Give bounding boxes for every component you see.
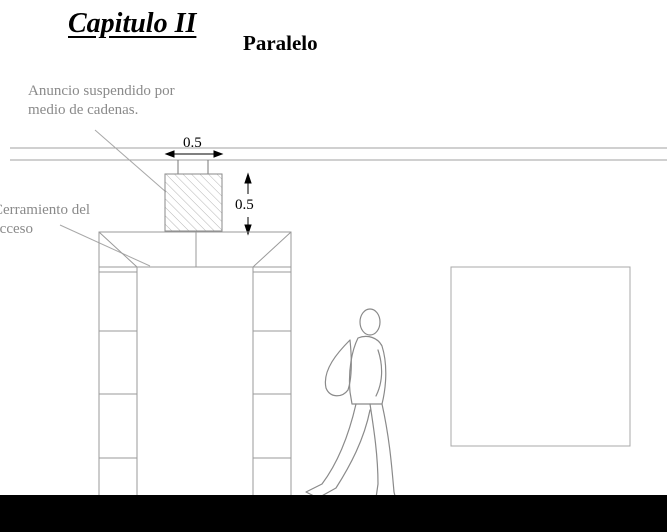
access-annotation-line-1: Cerramiento del bbox=[0, 202, 91, 218]
sign-width-label: 0.5 bbox=[183, 135, 202, 151]
sign-height-dimension bbox=[244, 172, 252, 236]
sign-chains bbox=[177, 160, 209, 174]
hanging-sign bbox=[164, 173, 223, 232]
walking-person bbox=[305, 308, 397, 501]
access-portal bbox=[98, 231, 292, 495]
page-title: Capitulo II bbox=[68, 8, 197, 39]
sign-annotation: Anuncio suspendido por medio de cadenas. bbox=[28, 82, 175, 120]
ground-slab bbox=[0, 495, 667, 532]
reference-lines bbox=[10, 147, 667, 161]
sign-annotation-line-2: medio de cadenas. bbox=[28, 102, 139, 118]
sign-annotation-line-1: Anuncio suspendido por bbox=[28, 83, 175, 99]
wall-panel bbox=[450, 266, 631, 447]
drawing-subtitle: Paralelo bbox=[243, 31, 318, 55]
sign-width-dimension bbox=[164, 150, 224, 158]
access-annotation-line-2: acceso bbox=[0, 221, 33, 237]
sign-height-label: 0.5 bbox=[235, 197, 254, 213]
access-annotation: Cerramiento del acceso bbox=[0, 201, 90, 239]
sign-leader-line bbox=[94, 129, 167, 193]
access-leader-line bbox=[59, 224, 151, 267]
